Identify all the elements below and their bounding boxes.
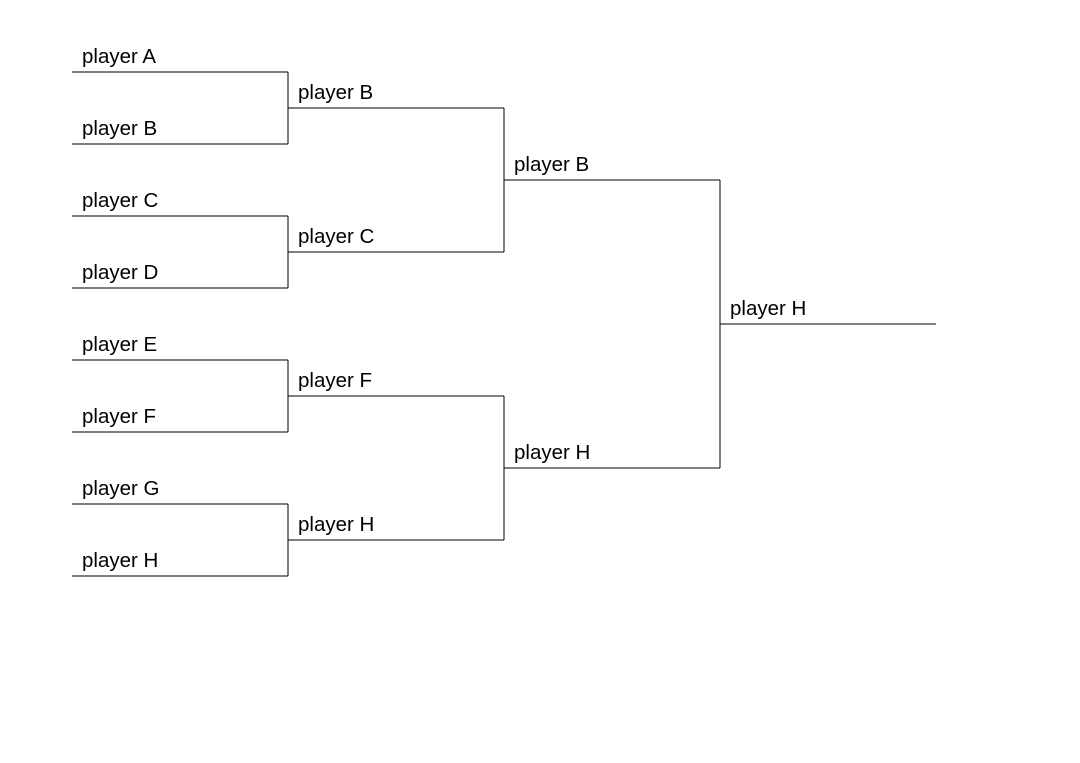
bracket-slot-round-3-2: player H	[504, 441, 720, 469]
bracket-slot-round-1-3: player C	[72, 189, 288, 217]
bracket-slot-round-1-8: player H	[72, 549, 288, 577]
player-name-label: player H	[298, 513, 374, 536]
bracket-slot-round-2-3: player F	[288, 369, 504, 397]
player-name-label: player H	[730, 297, 806, 320]
player-name-label: player F	[298, 369, 372, 392]
bracket-slot-round-1-1: player A	[72, 45, 288, 73]
player-name-label: player B	[82, 117, 157, 140]
bracket-slot-round-1-5: player E	[72, 333, 288, 361]
player-name-label: player B	[298, 81, 373, 104]
player-name-label: player G	[82, 477, 159, 500]
player-name-label: player A	[82, 45, 156, 68]
player-name-label: player C	[82, 189, 159, 212]
bracket-slot-round-2-4: player H	[288, 513, 504, 541]
bracket-slot-round-2-2: player C	[288, 225, 504, 253]
player-name-label: player H	[82, 549, 158, 572]
player-name-label: player E	[82, 333, 157, 356]
bracket-slot-round-1-2: player B	[72, 117, 288, 145]
player-name-label: player F	[82, 405, 156, 428]
bracket-connectors	[287, 72, 721, 576]
player-name-label: player C	[298, 225, 375, 248]
player-name-label: player B	[514, 153, 589, 176]
player-name-label: player D	[82, 261, 158, 284]
player-name-label: player H	[514, 441, 590, 464]
bracket-slot-round-3-1: player B	[504, 153, 720, 181]
bracket-slots: player A player B player C player D player E…	[72, 45, 936, 577]
bracket-slot-round-4-1: player H	[720, 297, 936, 325]
bracket-slot-round-1-4: player D	[72, 261, 288, 289]
bracket-slot-round-2-1: player B	[288, 81, 504, 109]
bracket-slot-round-1-7: player G	[72, 477, 288, 505]
bracket-slot-round-1-6: player F	[72, 405, 288, 433]
